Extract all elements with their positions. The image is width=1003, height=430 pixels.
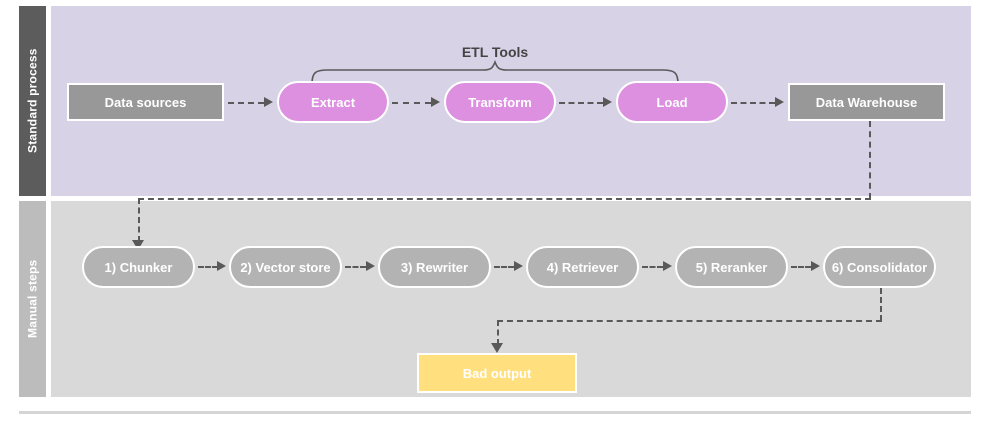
lane-manual-steps-label: Manual steps — [19, 201, 46, 397]
etl-tools-label: ETL Tools — [461, 44, 529, 60]
edge-output-drop — [497, 320, 499, 345]
node-bad-output-label: Bad output — [462, 365, 532, 381]
edge-chunker-to-vector-store — [198, 266, 218, 268]
node-reranker[interactable]: 5) Reranker — [675, 246, 788, 288]
edge-transform-to-load-arrow — [603, 97, 612, 107]
node-chunker[interactable]: 1) Chunker — [82, 246, 195, 288]
edge-reranker-to-consolidator-arrow — [811, 261, 820, 271]
node-bad-output[interactable]: Bad output — [417, 353, 577, 393]
edge-retriever-to-reranker — [642, 266, 663, 268]
edge-crosslane-horizontal — [138, 198, 871, 200]
edge-reranker-to-consolidator — [791, 266, 811, 268]
edge-load-to-warehouse-arrow — [775, 97, 784, 107]
node-load-label: Load — [656, 94, 688, 110]
edge-sources-to-extract — [228, 102, 264, 104]
node-consolidator-label: 6) Consolidator — [831, 259, 928, 275]
edge-sources-to-chunker-arrow — [132, 240, 144, 250]
edge-warehouse-drop — [869, 121, 871, 199]
edge-load-to-warehouse — [731, 102, 775, 104]
node-extract[interactable]: Extract — [277, 81, 389, 123]
node-vector-store[interactable]: 2) Vector store — [229, 246, 342, 288]
node-data-warehouse[interactable]: Data Warehouse — [788, 83, 945, 121]
edge-consolidator-drop — [880, 288, 882, 321]
node-chunker-label: 1) Chunker — [104, 259, 173, 275]
lane-standard-process-label: Standard process — [19, 6, 46, 196]
node-retriever-label: 4) Retriever — [546, 259, 619, 275]
bottom-divider — [19, 411, 971, 414]
edge-rewriter-to-retriever — [494, 266, 514, 268]
node-transform-label: Transform — [468, 94, 532, 110]
edge-rewriter-to-retriever-arrow — [514, 261, 523, 271]
edge-chunker-to-vector-store-arrow — [217, 261, 226, 271]
node-reranker-label: 5) Reranker — [695, 259, 768, 275]
node-load[interactable]: Load — [616, 81, 728, 123]
edge-sources-to-extract-arrow — [264, 97, 273, 107]
edge-output-arrow — [491, 343, 503, 353]
edge-sources-to-chunker-drop — [138, 198, 140, 242]
node-rewriter-label: 3) Rewriter — [400, 259, 469, 275]
node-data-sources[interactable]: Data sources — [67, 83, 224, 121]
node-rewriter[interactable]: 3) Rewriter — [378, 246, 491, 288]
node-vector-store-label: 2) Vector store — [240, 259, 331, 275]
edge-transform-to-load — [559, 102, 603, 104]
edge-consolidator-to-output-horizontal — [497, 320, 882, 322]
edge-retriever-to-reranker-arrow — [663, 261, 672, 271]
etl-tools-brace-icon — [311, 60, 679, 85]
edge-extract-to-transform-arrow — [431, 97, 440, 107]
edge-extract-to-transform — [392, 102, 431, 104]
node-extract-label: Extract — [310, 94, 356, 110]
node-data-warehouse-label: Data Warehouse — [815, 94, 918, 110]
edge-vector-store-to-rewriter-arrow — [366, 261, 375, 271]
edge-vector-store-to-rewriter — [345, 266, 366, 268]
node-data-sources-label: Data sources — [104, 94, 187, 110]
node-transform[interactable]: Transform — [444, 81, 556, 123]
node-retriever[interactable]: 4) Retriever — [526, 246, 639, 288]
node-consolidator[interactable]: 6) Consolidator — [823, 246, 936, 288]
